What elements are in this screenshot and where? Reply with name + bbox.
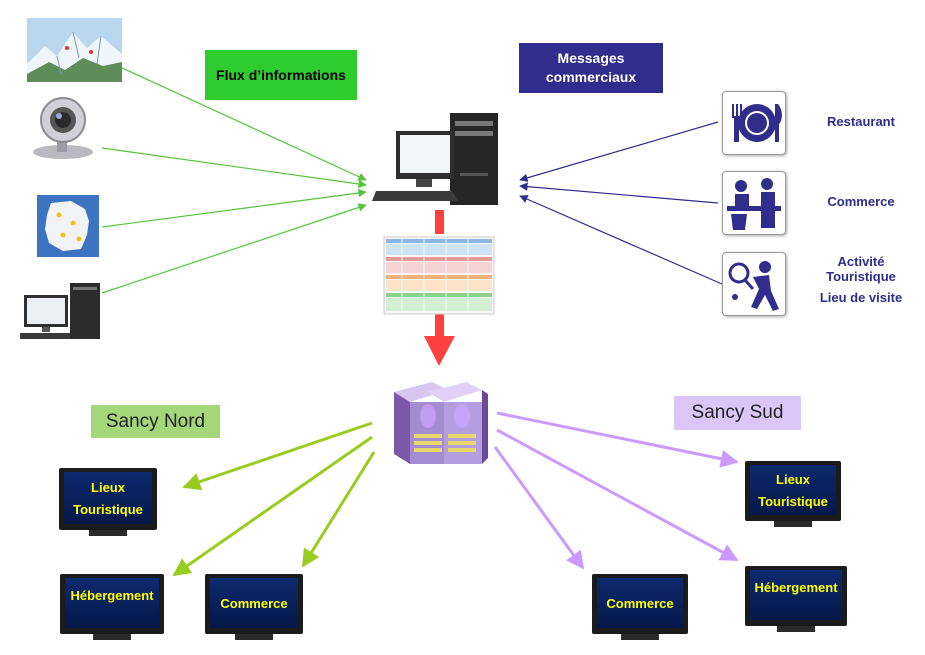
nord-arrows — [172, 421, 376, 577]
sancy-nord-label: Sancy Nord — [91, 405, 220, 438]
desktop-computer-icon — [20, 283, 100, 339]
arrow-restaurant-to-pc — [519, 121, 719, 182]
activite-touristique-icon — [722, 252, 786, 316]
restaurant-icon — [722, 91, 786, 155]
screen-sud-lieux: Lieux Touristique — [745, 461, 841, 529]
screen-nord-hebergement: Hébergement — [60, 574, 164, 642]
arrow-computer-to-pc — [101, 203, 367, 294]
arrow-server-to-nord-lieux — [182, 421, 373, 491]
server-icon — [394, 382, 488, 464]
screen-sud-hebergement: Hébergement — [745, 566, 847, 634]
screen-sud-hebergement-text: Hébergement — [754, 580, 838, 595]
commerce-label: Commerce — [827, 194, 895, 209]
arrow-map-to-pc — [119, 66, 367, 181]
service-arrows — [519, 121, 723, 285]
screen-sud-lieux-text: Lieux Touristique — [758, 472, 828, 509]
input-arrows — [101, 66, 367, 294]
restaurant-label: Restaurant — [827, 114, 895, 129]
screen-nord-lieux-text: Lieux Touristique — [73, 480, 143, 517]
sancy-sud-label: Sancy Sud — [674, 396, 801, 430]
screen-nord-commerce-text: Commerce — [220, 596, 288, 611]
commerce-icon — [722, 171, 786, 235]
arrow-activite-to-pc — [519, 195, 723, 285]
arrow-webcam-to-pc — [101, 147, 367, 189]
ski-map-icon — [27, 18, 122, 82]
screen-sud-commerce: Commerce — [592, 574, 688, 642]
arrow-server-to-sud-lieux — [496, 411, 739, 468]
flux-informations-label: Flux d’informations — [205, 50, 357, 100]
arrow-server-to-nord-commerce — [301, 451, 376, 568]
activite-touristique-label: Activité Touristique — [826, 254, 896, 284]
arrow-weather-to-pc — [101, 188, 367, 228]
lieu-de-visite-label: Lieu de visite — [819, 290, 903, 305]
schedule-table-graphic — [383, 236, 495, 315]
messages-commerciaux-label: Messages commerciaux — [519, 43, 663, 93]
weather-map-icon — [37, 195, 99, 257]
arrow-server-to-sud-commerce — [493, 446, 585, 570]
screen-sud-commerce-text: Commerce — [606, 596, 674, 611]
screen-nord-lieux: Lieux Touristique — [59, 468, 157, 538]
central-computer-icon — [372, 113, 498, 205]
arrow-commerce-to-pc — [519, 182, 719, 204]
sud-arrows — [493, 411, 739, 570]
arrow-server-to-nord-hebergement — [172, 435, 373, 577]
screen-nord-commerce: Commerce — [205, 574, 303, 642]
webcam-icon — [33, 97, 93, 159]
arrow-server-to-sud-hebergement — [496, 428, 739, 562]
central-flow-arrow — [424, 210, 455, 366]
screen-nord-hebergement-text: Hébergement — [70, 588, 154, 603]
